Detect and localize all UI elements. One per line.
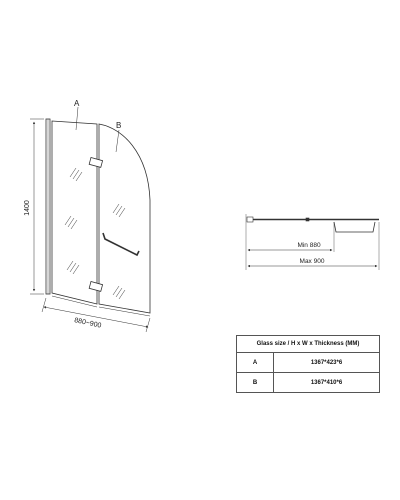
table-row: A 1367*423*6 xyxy=(236,352,380,373)
glass-size-table: Glass size / H x W x Thickness (MM) A 13… xyxy=(236,335,380,393)
height-dimension xyxy=(30,118,44,295)
top-view-towel-bar xyxy=(333,221,376,233)
table-cell-value: 1367*423*6 xyxy=(273,352,380,373)
hinge-top xyxy=(88,157,104,168)
glass-reflection-marks xyxy=(64,167,126,300)
leader-a xyxy=(75,106,79,131)
panel-label-a: A xyxy=(74,99,80,108)
glass-panel-a xyxy=(51,120,98,305)
glass-panel-b xyxy=(98,123,151,314)
min-label: Min 880 xyxy=(297,242,321,249)
table-header-row: Glass size / H x W x Thickness (MM) xyxy=(236,335,380,353)
screen-top-view xyxy=(245,214,380,270)
screen-front-view xyxy=(45,118,151,317)
top-view-hinge xyxy=(305,217,310,222)
width-label: 880~900 xyxy=(74,317,102,330)
bottom-edge-a xyxy=(51,295,98,308)
top-view-wall-profile xyxy=(246,216,254,223)
hinge-bottom xyxy=(88,281,104,292)
panel-label-b: B xyxy=(116,121,121,130)
height-label: 1400 xyxy=(24,200,31,216)
table-row: B 1367*410*6 xyxy=(236,372,380,393)
table-header: Glass size / H x W x Thickness (MM) xyxy=(236,335,380,353)
panel-leaders xyxy=(75,106,120,153)
leader-b xyxy=(115,129,120,153)
table-cell-key: B xyxy=(236,372,274,393)
width-dimension xyxy=(41,297,151,333)
table-cell-value: 1367*410*6 xyxy=(273,372,380,393)
max-label: Max 900 xyxy=(300,258,325,265)
table-cell-key: A xyxy=(236,352,274,373)
towel-bar xyxy=(102,232,140,257)
